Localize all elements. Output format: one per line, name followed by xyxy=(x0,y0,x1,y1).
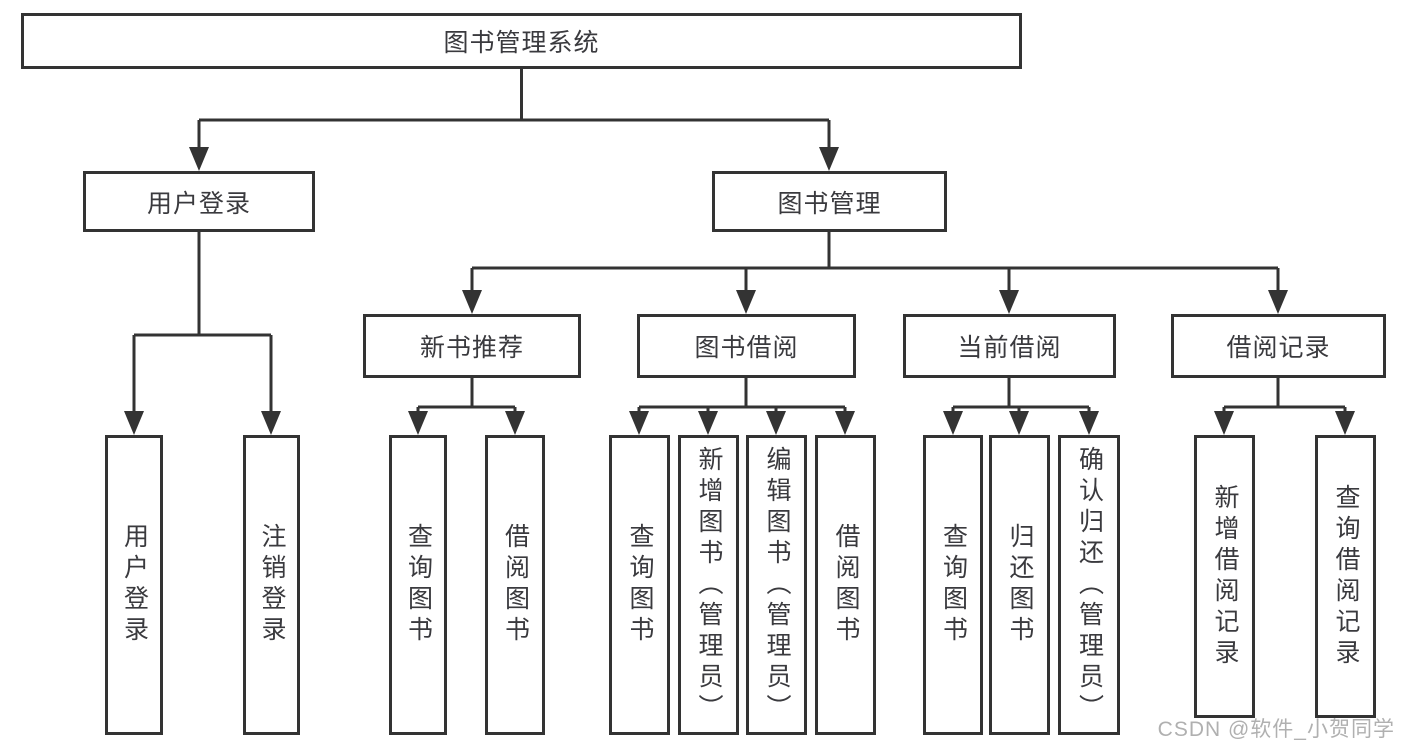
leaf-records-query-record: 查询借阅记录 xyxy=(1315,435,1376,718)
node-current-borrow: 当前借阅 xyxy=(903,314,1116,378)
leaf-label: 借阅图书 xyxy=(501,523,530,647)
node-book-management: 图书管理 xyxy=(712,171,947,232)
node-root: 图书管理系统 xyxy=(21,13,1022,69)
leaf-label: 归还图书 xyxy=(1006,523,1034,647)
leaf-user-login: 用户登录 xyxy=(105,435,163,735)
leaf-current-return-books: 归还图书 xyxy=(989,435,1050,735)
leaf-logout: 注销登录 xyxy=(243,435,300,735)
leaf-current-confirm-return-admin: 确认归还（管理员） xyxy=(1058,435,1120,735)
leaf-label: 确认归还（管理员） xyxy=(1075,445,1104,725)
csdn-watermark: CSDN @软件_小贺同学 xyxy=(1157,718,1395,741)
leaf-label: 用户登录 xyxy=(120,523,149,647)
leaf-label: 查询图书 xyxy=(939,523,968,647)
node-user-login: 用户登录 xyxy=(83,171,315,232)
leaf-borrow-edit-books-admin: 编辑图书（管理员） xyxy=(746,435,807,735)
node-book-borrow: 图书借阅 xyxy=(637,314,856,378)
leaf-borrow-borrow-books: 借阅图书 xyxy=(815,435,876,735)
leaf-current-query-books: 查询图书 xyxy=(923,435,983,735)
leaf-label: 注销登录 xyxy=(258,523,286,647)
leaf-label: 新增借阅记录 xyxy=(1211,483,1239,670)
leaf-records-add-record: 新增借阅记录 xyxy=(1194,435,1255,718)
leaf-label: 新增图书（管理员） xyxy=(695,445,723,725)
leaf-recommend-borrow-books: 借阅图书 xyxy=(485,435,545,735)
leaf-label: 查询借阅记录 xyxy=(1332,483,1360,670)
leaf-label: 编辑图书（管理员） xyxy=(763,445,791,725)
leaf-label: 查询图书 xyxy=(626,523,654,647)
node-new-book-recommend: 新书推荐 xyxy=(363,314,581,378)
node-borrow-records: 借阅记录 xyxy=(1171,314,1386,378)
leaf-label: 查询图书 xyxy=(404,523,433,647)
leaf-borrow-add-books-admin: 新增图书（管理员） xyxy=(678,435,739,735)
leaf-recommend-query-books: 查询图书 xyxy=(389,435,447,735)
leaf-label: 借阅图书 xyxy=(832,523,860,647)
leaf-borrow-query-books: 查询图书 xyxy=(609,435,670,735)
